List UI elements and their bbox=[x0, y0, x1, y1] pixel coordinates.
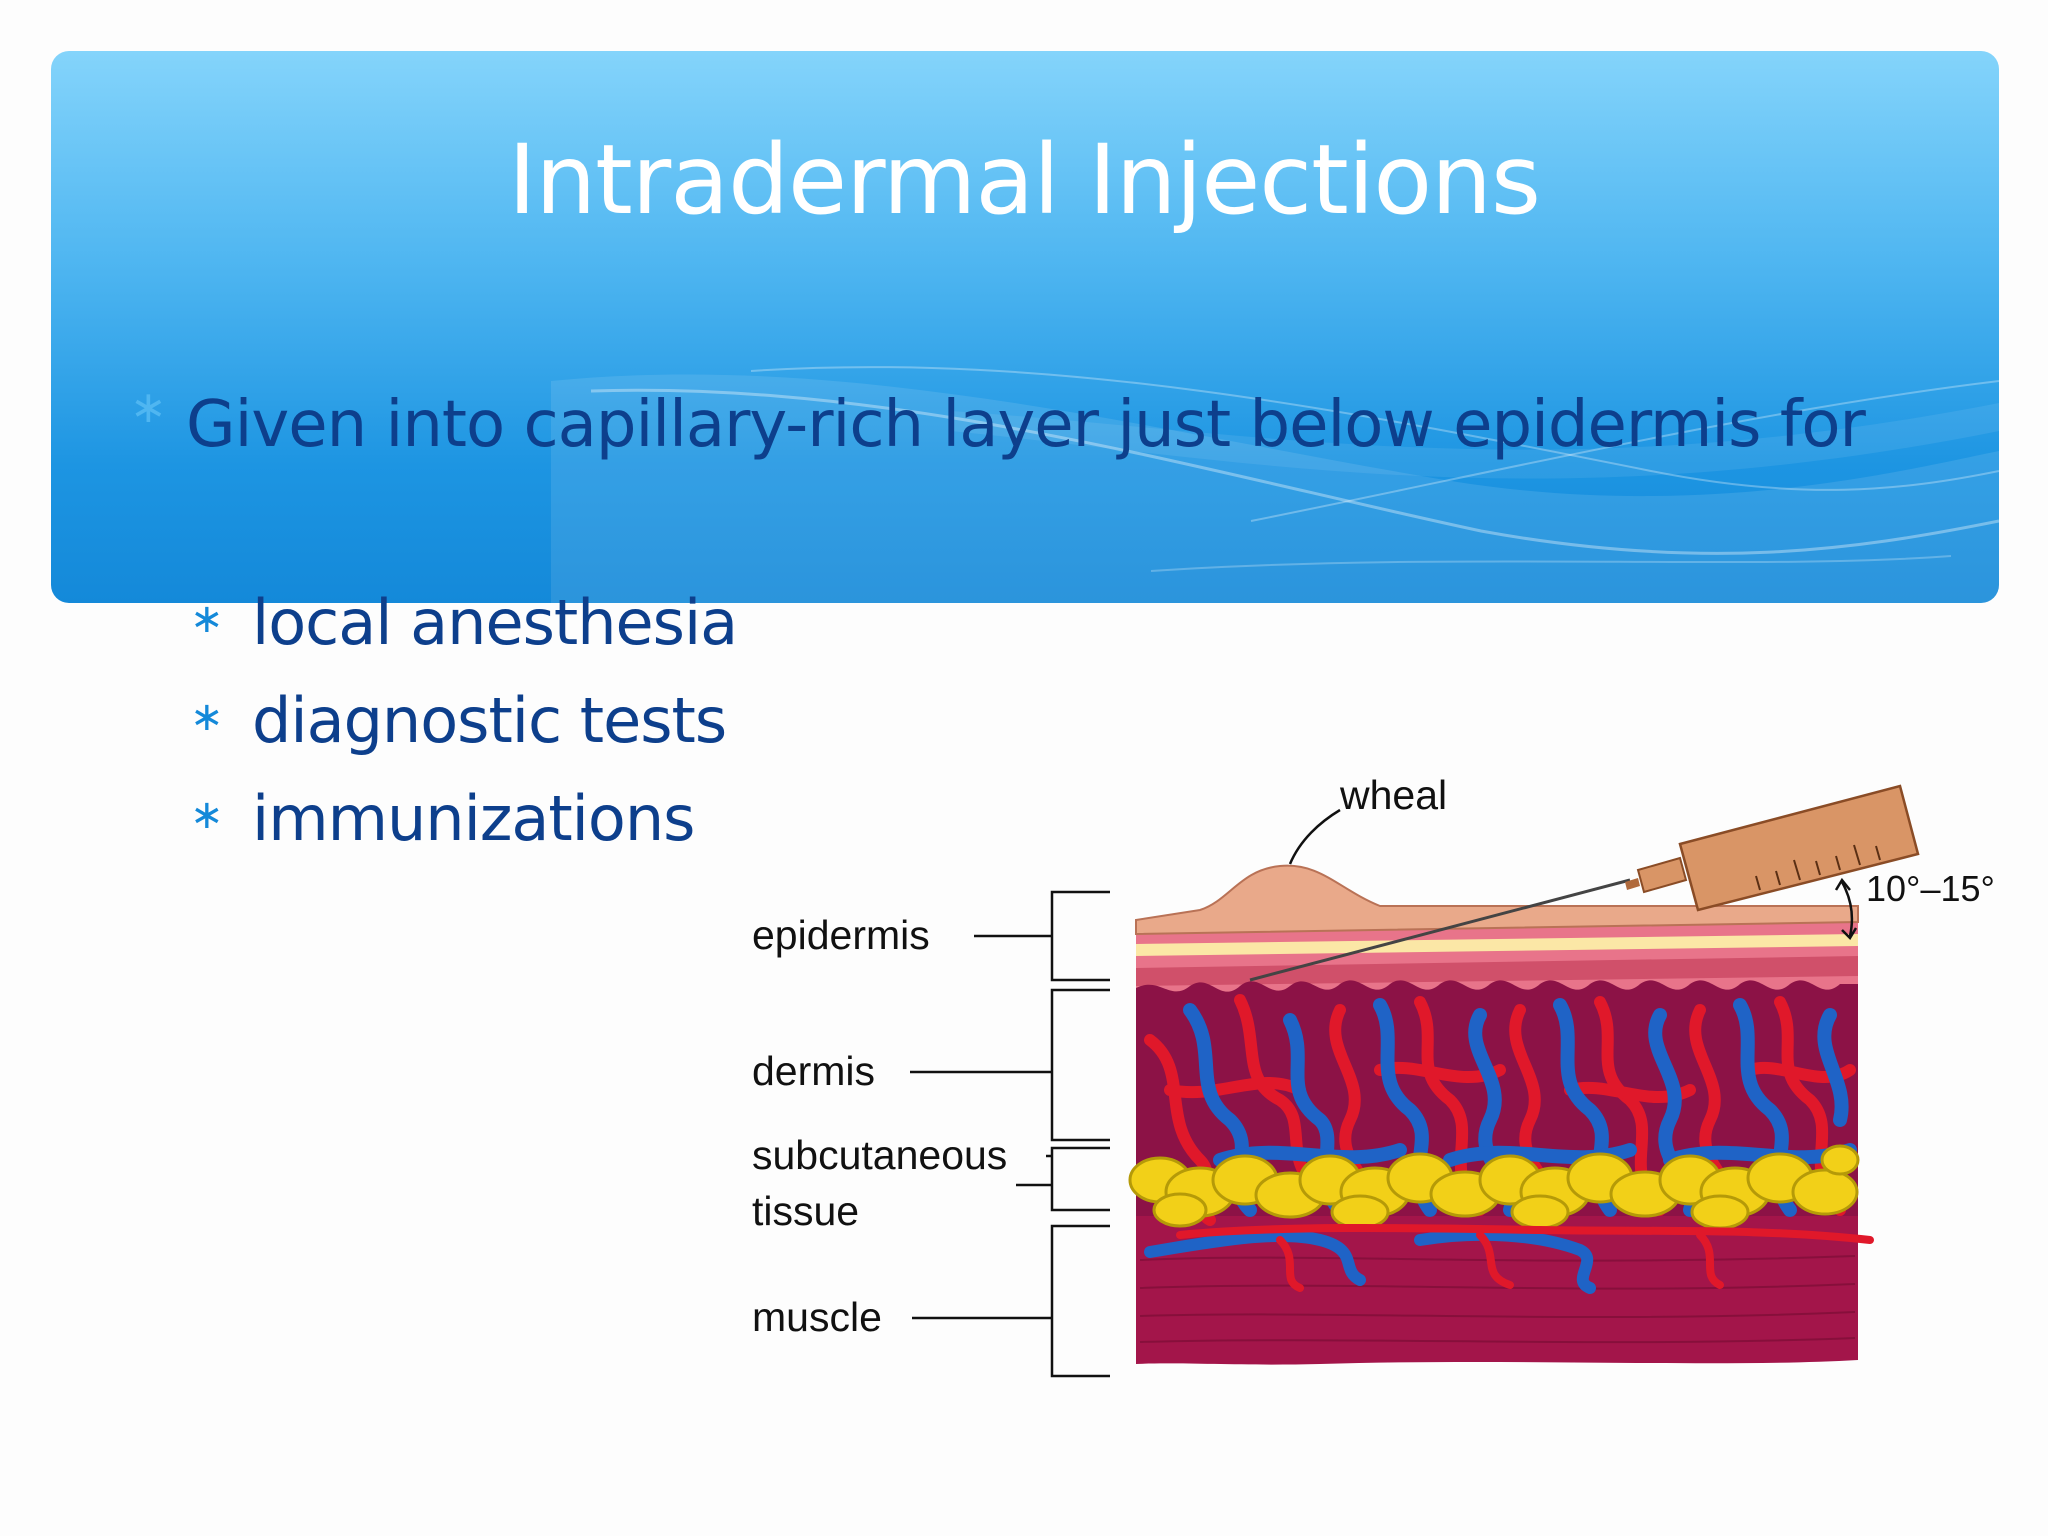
asterisk-bullet-icon: ∗ bbox=[190, 596, 224, 642]
skin-cross-section-diagram bbox=[910, 784, 1920, 1378]
slide-title: Intradermal Injections bbox=[508, 124, 1541, 236]
angle-arrow bbox=[1834, 877, 1858, 941]
dermis-label: dermis bbox=[752, 1048, 876, 1094]
sub-bullet-text: diagnostic tests bbox=[252, 684, 727, 757]
needle bbox=[1249, 878, 1631, 982]
subcutaneous-fat bbox=[1128, 1144, 1860, 1230]
layer-brackets bbox=[910, 808, 1341, 1378]
epidermis-stripe bbox=[1136, 934, 1858, 956]
syringe bbox=[1625, 784, 1920, 912]
subcutaneous-label: subcutaneous bbox=[752, 1132, 1008, 1178]
muscle-fibers bbox=[1139, 1255, 1856, 1344]
banner-wave-decoration bbox=[551, 366, 1999, 603]
epidermis-lower bbox=[1136, 956, 1858, 986]
asterisk-bullet-icon: ∗ bbox=[190, 792, 224, 838]
title-banner bbox=[51, 51, 1999, 603]
dermal-papillae bbox=[1136, 980, 1858, 1002]
asterisk-bullet-icon: ∗ bbox=[190, 694, 224, 740]
epidermis-label: epidermis bbox=[752, 912, 930, 958]
sub-bullet-text: local anesthesia bbox=[252, 586, 738, 659]
wheal-label: wheal bbox=[1340, 772, 1448, 818]
sub-bullet-text: immunizations bbox=[252, 782, 695, 855]
main-bullet-text: Given into capillary-rich layer just bel… bbox=[186, 388, 1866, 462]
muscle-label: muscle bbox=[752, 1294, 882, 1340]
tissue-label: tissue bbox=[752, 1188, 860, 1234]
wheal-bump bbox=[1135, 864, 1859, 936]
deep-vessels bbox=[1144, 1223, 1874, 1294]
skin-layers-figure: wheal 10°–15° epidermis dermis subcutane… bbox=[720, 740, 2020, 1400]
angle-label: 10°–15° bbox=[1866, 868, 1995, 909]
asterisk-bullet-icon: ∗ bbox=[130, 382, 167, 433]
